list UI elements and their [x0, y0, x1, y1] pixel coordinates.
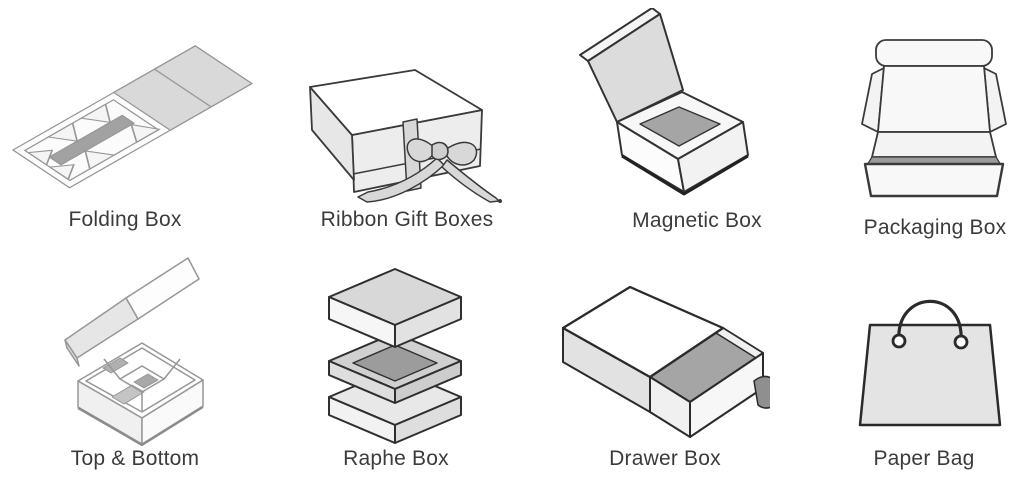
folding-box-illustration	[5, 38, 260, 193]
folding-box-diecut-icon	[11, 45, 254, 189]
packaging-box-illustration	[860, 30, 1010, 200]
magnetic-box-illustration	[565, 8, 765, 203]
ribbon-gift-box-illustration	[295, 60, 510, 205]
paper-bag-icon	[858, 299, 1002, 427]
magnetic-box-icon	[579, 8, 749, 196]
top-and-bottom-box-icon	[64, 257, 204, 447]
raphe-box-icon	[328, 268, 462, 444]
ribbon-gift-boxes-label: Ribbon Gift Boxes	[320, 208, 494, 231]
drawer-box-icon	[561, 285, 770, 438]
top-and-bottom-box-illustration	[48, 252, 228, 448]
packaging-box-label: Packaging Box	[863, 216, 1007, 239]
drawer-box-label: Drawer Box	[609, 447, 721, 470]
paper-bag-label: Paper Bag	[873, 447, 975, 470]
paper-bag-illustration	[855, 275, 1010, 437]
raphe-box-label: Raphe Box	[343, 447, 449, 470]
ribbon-gift-box-icon	[309, 69, 502, 203]
folding-box-label: Folding Box	[68, 208, 182, 231]
top-and-bottom-label: Top & Bottom	[70, 447, 200, 470]
packaging-box-icon	[861, 39, 1007, 198]
drawer-box-illustration	[555, 280, 770, 440]
raphe-box-illustration	[320, 265, 470, 445]
magnetic-box-label: Magnetic Box	[632, 209, 762, 232]
